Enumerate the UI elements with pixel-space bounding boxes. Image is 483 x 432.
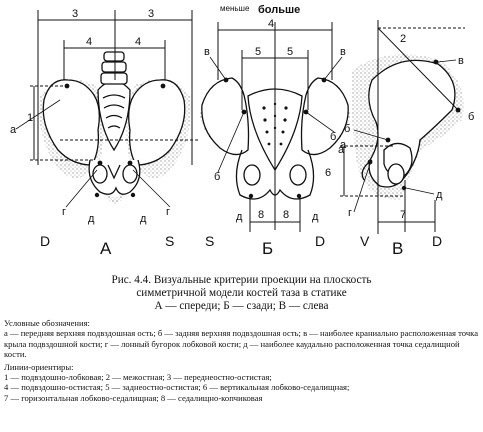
back-line-5-right: 5: [287, 46, 293, 58]
front-point-g-left: г: [62, 206, 66, 218]
back-line-5-left: 5: [255, 46, 261, 58]
side-side-right: D: [432, 233, 442, 249]
front-point-d-left: д: [88, 213, 95, 225]
back-side-right: D: [315, 233, 325, 249]
back-point-b-left: б: [214, 171, 220, 183]
larger-label: больше: [258, 4, 300, 16]
smaller-label: меньше: [220, 4, 250, 13]
pelvis-side-view: [351, 54, 464, 200]
legend-line-row: 4 — подвздошно-остистая; 5 — заднеостно-…: [4, 382, 350, 393]
side-line-2: 2: [400, 33, 406, 45]
legend-line-row: 7 — горизонтальная лобково-седалищная; 8…: [4, 392, 263, 403]
legend-line-row: 1 — подвздошно-лобковая; 2 — межостная; …: [4, 372, 272, 383]
side-point-b-right: б: [468, 111, 474, 123]
back-view-letter: Б: [262, 239, 273, 258]
side-line-7: 7: [400, 209, 406, 221]
front-view-reference-lines: [30, 10, 200, 165]
legend-title: Условные обозначения:: [4, 318, 90, 328]
back-point-d-left: д: [236, 211, 243, 223]
back-point-d-right: д: [312, 211, 319, 223]
back-point-v-left: в: [204, 46, 210, 58]
legend-text: а — передняя верхняя подвздошная ость; б…: [4, 328, 479, 360]
side-point-g: г: [348, 207, 352, 219]
back-view-sacral-foramina: [262, 102, 288, 146]
side-point-b-left: б: [344, 123, 350, 135]
front-point-d-right: д: [140, 213, 147, 225]
back-point-v-right: в: [340, 46, 346, 58]
side-view-points: [367, 59, 461, 191]
side-point-v: в: [458, 55, 464, 67]
front-point-g-right: г: [166, 206, 170, 218]
figure-caption-line-3: А — спереди; Б — сзади; В — слева: [154, 300, 329, 312]
front-line-3-left: 3: [72, 8, 78, 20]
front-point-a: а: [10, 124, 17, 136]
legend: Условные обозначения: а — передняя верхн…: [4, 318, 480, 403]
front-line-1: 1: [27, 112, 33, 124]
side-point-d: д: [436, 189, 443, 201]
pelvis-back-view: [200, 77, 350, 200]
front-line-4-right: 4: [135, 36, 141, 48]
side-view-reference-lines: [340, 20, 465, 234]
back-line-8-right: 8: [283, 209, 289, 221]
back-point-a: а: [338, 144, 345, 156]
front-view-letter: А: [100, 239, 112, 258]
figure-caption-line-2: симметричной модели костей таза в статик…: [136, 287, 347, 299]
back-point-b-right: б: [330, 131, 336, 143]
legend-lines-title: Линии-ориентиры:: [4, 361, 74, 372]
pelvis-diagram: 3 3 4 4 1 а г д д г D А S: [10, 4, 474, 258]
front-view-points: [64, 83, 166, 198]
back-view-reference-lines: [217, 22, 333, 232]
back-line-4: 4: [268, 18, 274, 30]
front-line-3-right: 3: [148, 8, 154, 20]
side-line-6: 6: [325, 167, 331, 179]
back-line-8-left: 8: [258, 209, 264, 221]
side-view-letter: В: [392, 239, 403, 258]
pelvis-front-view: [39, 51, 191, 205]
front-side-left: D: [40, 233, 50, 249]
back-side-left: S: [205, 233, 214, 249]
side-side-left: V: [360, 233, 370, 249]
side-point-a: а: [340, 139, 347, 151]
figure-caption-line-1: Рис. 4.4. Визуальные критерии проекции н…: [111, 274, 372, 286]
front-line-4-left: 4: [86, 36, 92, 48]
front-side-right: S: [165, 233, 174, 249]
